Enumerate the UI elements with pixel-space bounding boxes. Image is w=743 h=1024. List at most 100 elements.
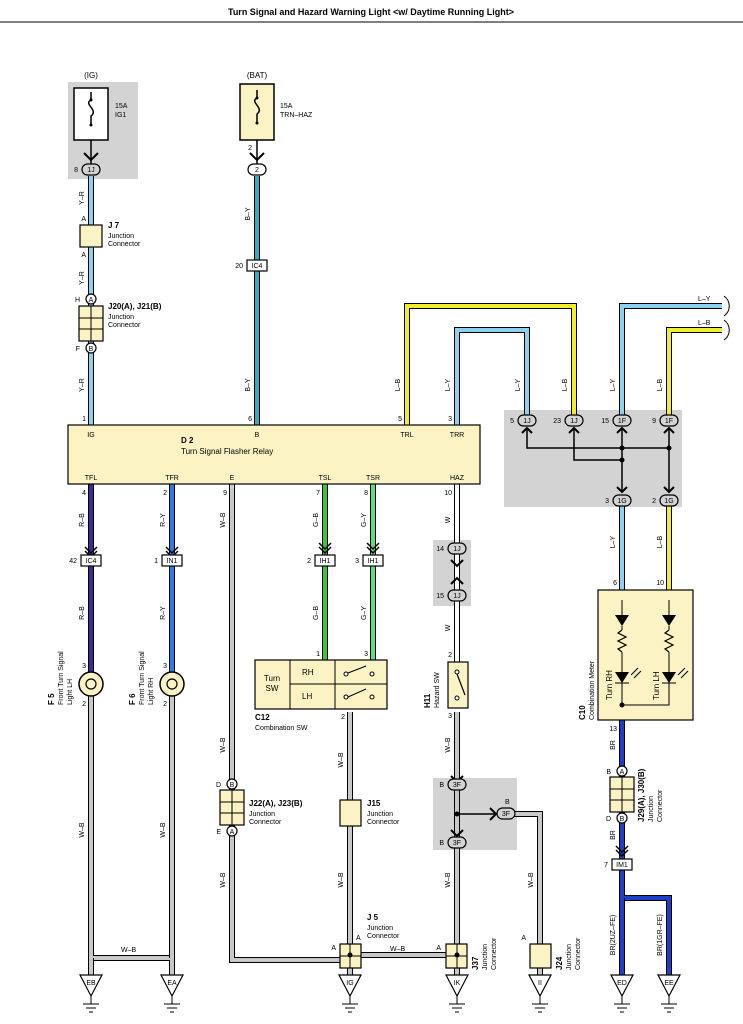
svg-text:Combination Meter: Combination Meter [589,660,596,720]
svg-text:Light LH: Light LH [67,679,74,705]
svg-text:IC4: IC4 [86,558,97,565]
svg-text:Connector: Connector [575,937,582,970]
svg-text:C12: C12 [255,713,270,722]
svg-text:2: 2 [248,145,252,152]
ground-eb: EB [79,974,103,1013]
svg-text:LH: LH [302,692,312,701]
svg-text:3: 3 [355,558,359,565]
ground-ea: EA [160,974,184,1013]
meter-connector-1f-15: 1F 15 [601,414,632,434]
svg-text:R–Y: R–Y [160,606,167,620]
svg-text:B: B [89,346,94,353]
svg-text:7: 7 [604,862,608,869]
svg-text:6: 6 [248,416,252,423]
svg-text:R–Y: R–Y [160,513,167,527]
svg-text:L–B: L–B [657,535,664,548]
svg-text:Junction: Junction [367,811,393,818]
svg-text:ED: ED [617,980,627,987]
svg-text:2: 2 [255,167,259,174]
svg-text:C10: C10 [578,705,587,720]
svg-text:3: 3 [364,651,368,658]
svg-text:H11: H11 [423,693,432,708]
meter-connector-1f-9: 1F 9 [652,414,679,434]
combination-switch-c12: Turn SW RH LH 1 3 2 C12 Combination SW [254,651,388,732]
svg-text:J24: J24 [555,956,564,970]
connector-1j-8: 1J 8 [74,152,101,176]
combination-meter-c10: 6 10 Turn RH Turn LH 13 C10 Combination … [578,580,694,733]
svg-text:L–Y: L–Y [698,296,711,303]
svg-text:A: A [89,297,94,304]
connector-3f-group: 3F B 3F B 3F B [439,775,516,849]
svg-text:J 7: J 7 [108,221,120,230]
meter-interconnect-shade [504,410,682,507]
svg-text:Turn Signal Flasher Relay: Turn Signal Flasher Relay [181,447,273,456]
svg-text:TFR: TFR [165,475,179,482]
j37-junction-connector: A J37 Junction Connector [436,937,498,970]
svg-text:2: 2 [163,490,167,497]
meter-splice-2 [666,445,672,451]
svg-text:G–Y: G–Y [361,513,368,527]
svg-text:Junction: Junction [108,233,134,240]
ig1-fuse-rating: 15A [115,103,128,110]
j7-junction-connector: A A J 7 Junction Connector [79,216,141,259]
svg-text:3: 3 [82,663,86,670]
trn-haz-fuse-name: TRN–HAZ [280,112,313,119]
svg-text:3F: 3F [453,782,461,789]
svg-text:HAZ: HAZ [450,475,465,482]
svg-text:W–B: W–B [390,946,406,953]
meter-connector-1g-2: 1G 2 [652,486,679,507]
svg-text:G–B: G–B [313,606,320,620]
j5-junction-connector: A A J 5 Junction Connector [331,913,400,969]
svg-text:E: E [230,475,235,482]
svg-text:L–Y: L–Y [610,378,617,391]
svg-text:J29(A), J30(B): J29(A), J30(B) [637,768,646,822]
svg-text:2: 2 [82,701,86,708]
meter-splice-1 [619,445,625,451]
svg-text:IN1: IN1 [167,558,178,565]
svg-text:Junction: Junction [367,925,393,932]
svg-text:B–Y: B–Y [245,207,252,221]
svg-text:L–B: L–B [395,378,402,391]
svg-text:1J: 1J [453,546,460,553]
svg-text:1J: 1J [570,418,577,425]
bat-power-label: (BAT) [247,71,268,80]
svg-text:13: 13 [609,726,617,733]
svg-text:2: 2 [163,701,167,708]
svg-text:L–Y: L–Y [445,378,452,391]
svg-text:A: A [230,829,235,836]
svg-text:Junction: Junction [566,944,573,970]
svg-text:Junction: Junction [249,811,275,818]
svg-text:Connector: Connector [367,933,400,940]
svg-text:W–B: W–B [79,822,86,838]
svg-text:5: 5 [398,416,402,423]
svg-text:IM1: IM1 [616,862,628,869]
svg-text:D: D [216,782,221,789]
j15-junction-connector: J15 Junction Connector [339,799,400,827]
svg-text:Combination SW: Combination SW [255,725,308,732]
connector-1j-14-15: 1J 14 1J 15 [436,542,467,602]
svg-text:Connector: Connector [657,789,664,822]
svg-text:15: 15 [436,593,444,600]
svg-text:II: II [538,980,542,987]
svg-text:G–B: G–B [313,513,320,527]
svg-text:BR(1GR–FE): BR(1GR–FE) [657,914,664,956]
svg-text:Junction: Junction [648,796,655,822]
svg-text:B: B [606,769,611,776]
wire-labels-upper: Y–R Y–R Y–R B–Y B–Y L–B L–Y L–Y L–B L–Y … [79,191,711,392]
trn-haz-fuse-rating: 15A [280,103,293,110]
svg-text:B: B [439,840,444,847]
svg-text:A: A [81,252,86,259]
svg-text:1G: 1G [664,498,673,505]
ig-power-label: (IG) [84,71,98,80]
svg-text:2: 2 [652,498,656,505]
svg-text:6: 6 [613,580,617,587]
j24-junction-connector: A J24 Junction Connector [521,935,582,970]
svg-text:W–B: W–B [445,737,452,753]
svg-text:1: 1 [154,558,158,565]
svg-text:Turn: Turn [264,674,280,683]
turn-signal-flasher-relay: D 2 Turn Signal Flasher Relay 1 IG 6 B 5… [67,416,481,497]
svg-text:W–B: W–B [220,512,227,528]
svg-text:D 2: D 2 [181,436,194,445]
ground-ik: IK [445,974,469,1013]
j22-j23-junction-connector: B D A E J22(A), J23(B) Junction Connecto… [216,778,303,837]
